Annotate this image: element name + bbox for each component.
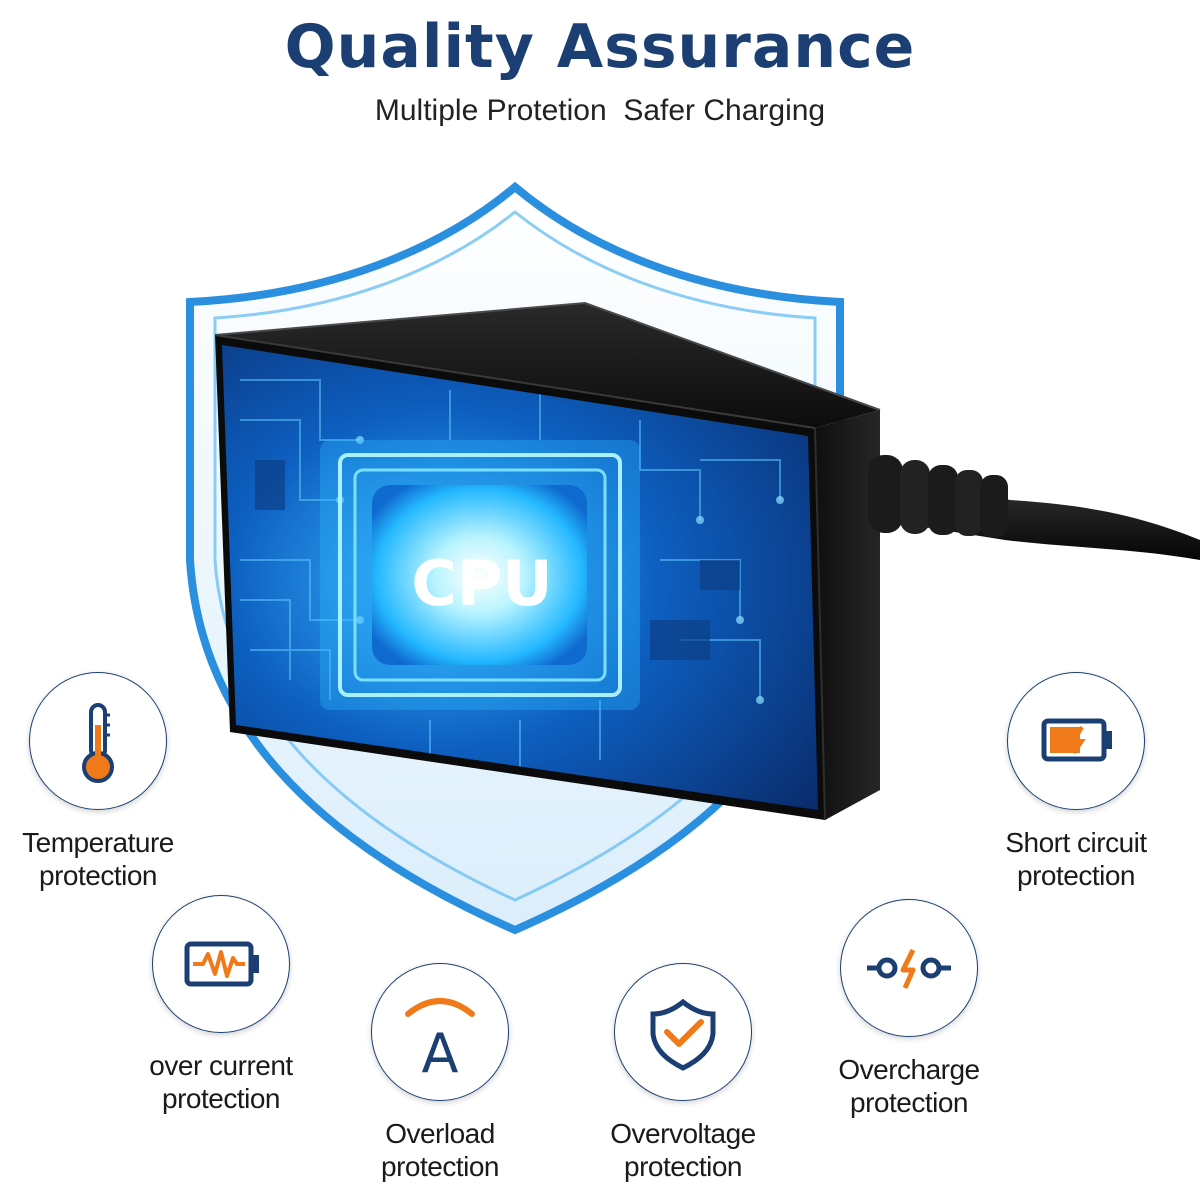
feature-label-line2: protection bbox=[850, 1087, 968, 1118]
circuit-board bbox=[222, 345, 818, 810]
cpu-chip-label: CPU bbox=[411, 547, 552, 620]
adapter-side bbox=[815, 410, 880, 820]
thermometer-icon bbox=[82, 703, 114, 783]
feature-label-line2: protection bbox=[1017, 860, 1135, 891]
battery-short-circuit-icon bbox=[1041, 718, 1112, 762]
cable-strain-relief bbox=[868, 455, 1008, 537]
battery-current-wave-icon bbox=[184, 941, 259, 987]
feature-label-line1: Overload bbox=[385, 1118, 495, 1149]
feature-label-line2: protection bbox=[624, 1151, 742, 1182]
feature-label-line2: protection bbox=[39, 860, 157, 891]
feature-icon-circle bbox=[840, 899, 978, 1037]
page-title: Quality Assurance bbox=[284, 12, 916, 82]
feature-label-line1: over current bbox=[149, 1050, 293, 1081]
feature-label-line2: protection bbox=[381, 1151, 499, 1182]
page-subtitle: Multiple Protetion Safer Charging bbox=[374, 94, 826, 127]
feature-label-line1: Temperature bbox=[22, 827, 174, 858]
feature-label-line1: Overcharge bbox=[838, 1054, 980, 1085]
ampere-icon: A bbox=[405, 998, 475, 1085]
feature-label-line2: protection bbox=[162, 1083, 280, 1114]
feature-label-line1: Short circuit bbox=[1005, 827, 1147, 858]
adapter-top bbox=[215, 303, 880, 428]
charge-connector-icon bbox=[867, 948, 951, 990]
cpu-chip bbox=[372, 485, 587, 665]
feature-icon-circle bbox=[1007, 672, 1145, 810]
svg-text:A: A bbox=[422, 1022, 459, 1085]
shield-check-icon bbox=[650, 998, 716, 1071]
feature-label-line1: Overvoltage bbox=[610, 1118, 756, 1149]
feature-icon-circle: A bbox=[371, 963, 509, 1101]
feature-icon-circle bbox=[29, 672, 167, 810]
feature-icon-circle bbox=[614, 963, 752, 1101]
feature-icon-circle bbox=[152, 895, 290, 1033]
